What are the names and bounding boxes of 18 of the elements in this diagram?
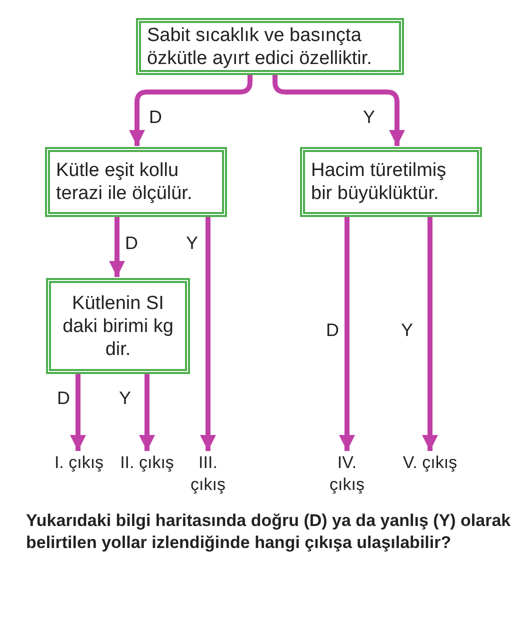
exit-label: IV. çıkış [318,452,376,496]
exit-label: III. çıkış [180,452,236,496]
exit-label: V. çıkış [402,452,458,474]
process-box: Kütle eşit kollu terazi ile ölçülür. [45,147,227,217]
exit-label: II. çıkış [120,452,174,474]
arrow [129,75,252,146]
arrow [339,217,355,451]
arrow [200,217,216,451]
exit-label: I. çıkış [52,452,106,474]
arrow [422,217,438,451]
arrow [109,217,125,277]
arrow [70,374,86,451]
arrow [272,75,405,146]
process-box: Sabit sıcaklık ve basınçta özkütle ayırt edici özelliktir. [136,18,404,75]
question-text: Yukarıdaki bilgi haritasında doğru (D) ya da yanlış (Y) olarak belirtilen yollar izlendiğinde hangi çıkışa ulaşılabilir? [26,510,512,554]
process-box: Hacim türetilmiş bir büyüklüktür. [300,147,482,217]
arrow [139,374,155,451]
process-box: Kütlenin SI daki birimi kg dir. [46,278,190,374]
